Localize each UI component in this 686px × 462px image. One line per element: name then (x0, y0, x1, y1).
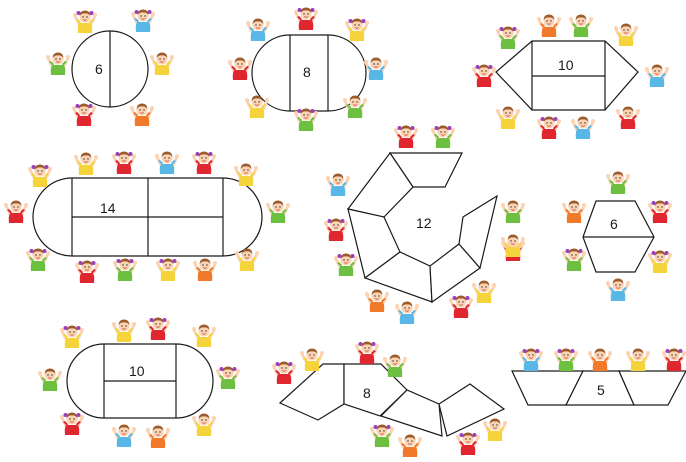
child-boy-icon (501, 235, 525, 258)
child-boy-icon (4, 201, 28, 224)
child-girl-icon (431, 126, 455, 149)
child-girl-icon (146, 318, 170, 341)
child-boy-icon (150, 53, 174, 76)
seat-count-label: 8 (363, 385, 371, 401)
child-boy-icon (398, 435, 422, 458)
child-boy-icon (228, 58, 252, 81)
child-girl-icon (449, 296, 473, 319)
seat-count-label: 6 (95, 61, 103, 77)
child-girl-icon (554, 349, 578, 372)
seat-count-label: 5 (597, 382, 605, 398)
child-boy-icon (571, 117, 595, 140)
child-girl-icon (345, 19, 369, 42)
long-oval-table: 14 (33, 178, 262, 256)
child-girl-icon (456, 433, 480, 456)
child-boy-icon (501, 201, 525, 224)
child-boy-icon (562, 201, 586, 224)
child-boy-icon (472, 281, 496, 304)
child-boy-icon (112, 320, 136, 343)
child-boy-icon (155, 152, 179, 175)
child-girl-icon (648, 251, 672, 274)
child-boy-icon (235, 249, 259, 272)
child-boy-icon (365, 290, 389, 313)
child-boy-icon (569, 15, 593, 38)
child-boy-icon (364, 58, 388, 81)
child-girl-icon (131, 10, 155, 33)
child-girl-icon (472, 65, 496, 88)
child-boy-icon (614, 24, 638, 47)
child-boy-icon (193, 259, 217, 282)
child-boy-icon (246, 19, 270, 42)
child-girl-icon (562, 249, 586, 272)
child-boy-icon (626, 349, 650, 372)
child-boy-icon (46, 53, 70, 76)
seat-count-label: 10 (129, 363, 145, 379)
seat-count-label: 10 (558, 57, 574, 73)
child-girl-icon (73, 11, 97, 34)
child-girl-icon (113, 259, 137, 282)
child-boy-icon (606, 172, 630, 195)
seat-count-label: 8 (303, 64, 311, 80)
child-boy-icon (146, 426, 170, 449)
child-girl-icon (112, 152, 136, 175)
child-girl-icon (370, 425, 394, 448)
child-boy-icon (496, 107, 520, 130)
child-girl-icon (272, 362, 296, 385)
child-boy-icon (645, 65, 669, 88)
child-girl-icon (519, 349, 543, 372)
child-girl-icon (26, 249, 50, 272)
child-girl-icon (294, 8, 318, 31)
child-boy-icon (343, 96, 367, 119)
seat-count-label: 6 (610, 216, 618, 232)
trapezoid-row-table: 5 (512, 371, 686, 405)
child-girl-icon (216, 367, 240, 390)
octagon-table: 10 (496, 41, 638, 110)
child-girl-icon (394, 126, 418, 149)
child-girl-icon (294, 109, 318, 132)
child-boy-icon (130, 104, 154, 127)
child-girl-icon (648, 201, 672, 224)
child-girl-icon (334, 254, 358, 277)
child-girl-icon (662, 349, 686, 372)
child-boy-icon (192, 414, 216, 437)
child-girl-icon (75, 261, 99, 284)
child-girl-icon (537, 117, 561, 140)
child-boy-icon (588, 349, 612, 372)
trapezoid-row-table-children (519, 349, 686, 372)
seat-count-label: 12 (416, 215, 432, 231)
small-oval-table: 10 (67, 344, 213, 418)
oval-table: 8 (252, 35, 366, 111)
child-boy-icon (326, 174, 350, 197)
child-boy-icon (616, 107, 640, 130)
child-girl-icon (496, 27, 520, 50)
child-girl-icon (355, 342, 379, 365)
child-boy-icon (245, 96, 269, 119)
child-girl-icon (60, 413, 84, 436)
hexagon-table: 6 (583, 201, 654, 272)
child-girl-icon (72, 104, 96, 127)
child-boy-icon (606, 279, 630, 302)
child-boy-icon (537, 15, 561, 38)
round-table: 6 (72, 31, 148, 107)
child-boy-icon (483, 419, 507, 442)
child-girl-icon (192, 152, 216, 175)
child-boy-icon (266, 201, 290, 224)
horseshoe-table: 12 (348, 153, 497, 302)
child-girl-icon (60, 326, 84, 349)
child-boy-icon (395, 302, 419, 325)
seat-count-label: 14 (100, 200, 116, 216)
child-boy-icon (112, 425, 136, 448)
child-girl-icon (28, 165, 52, 188)
child-girl-icon (324, 219, 348, 242)
child-boy-icon (192, 325, 216, 348)
child-girl-icon (156, 259, 180, 282)
child-boy-icon (38, 369, 62, 392)
child-boy-icon (74, 153, 98, 176)
